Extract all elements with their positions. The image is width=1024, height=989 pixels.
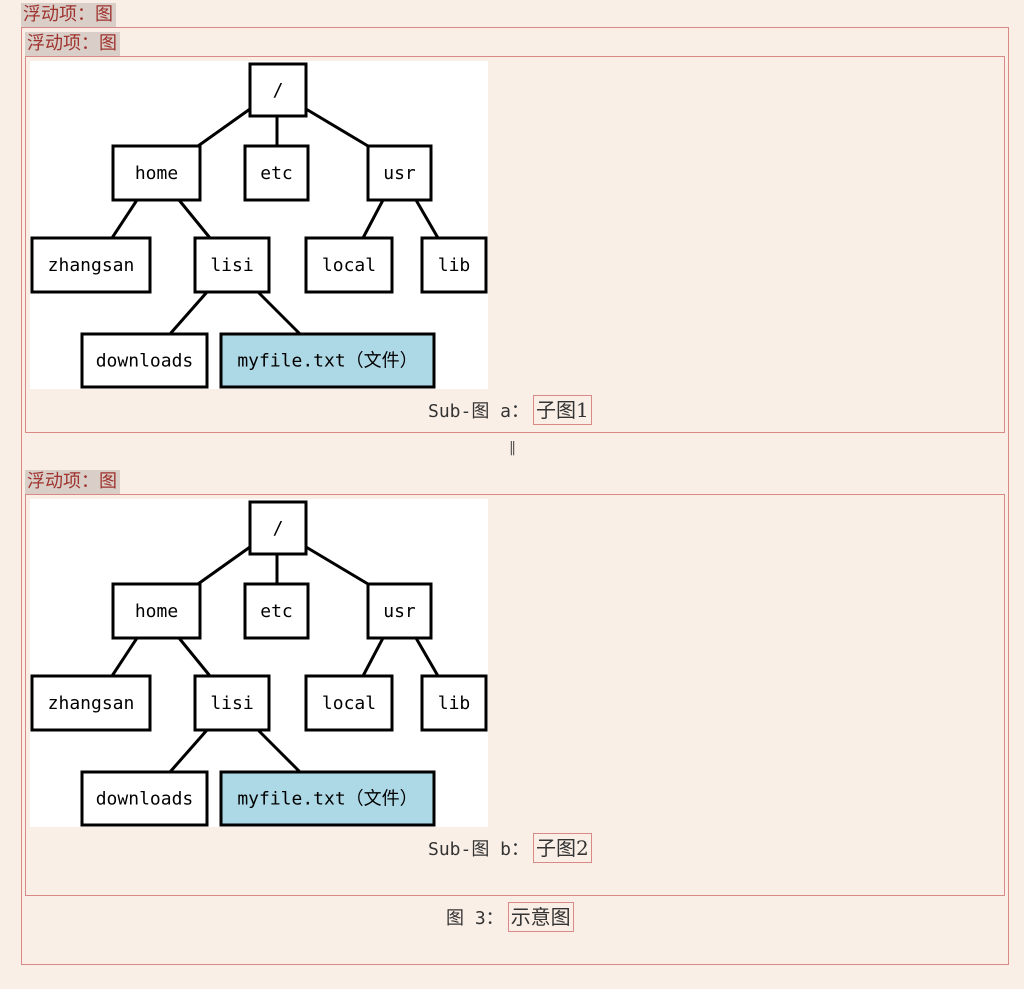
- outer-caption-ref-link[interactable]: 示意图: [507, 902, 574, 932]
- tree-node-lib: lib: [420, 674, 488, 732]
- sub-b-float-tag: 浮动项：图: [25, 470, 120, 494]
- tree-edge-root-usr: [305, 545, 369, 586]
- tree-edge-usr-lib: [414, 637, 440, 677]
- tree-node-label: local: [322, 255, 376, 276]
- tree-node-etc: etc: [243, 144, 310, 202]
- tree-edge-lisi-downloads: [168, 291, 209, 335]
- tree-edge-root-home: [197, 545, 251, 586]
- tree-node-box: [219, 770, 436, 827]
- outer-figure-frame: [21, 27, 1009, 965]
- tree-node-lisi: lisi: [193, 236, 271, 294]
- tree-node-label: zhangsan: [48, 693, 135, 714]
- sub-a-caption: Sub-图 a： 子图1: [428, 394, 592, 426]
- tree-node-home: home: [111, 144, 202, 202]
- tree-node-label: etc: [260, 163, 293, 184]
- tree-node-box: [304, 674, 394, 732]
- tree-edge-lisi-myfile: [256, 728, 302, 774]
- tree-node-usr: usr: [366, 582, 433, 640]
- tree-node-root: /: [248, 500, 308, 556]
- tree-node-home: home: [111, 582, 202, 640]
- sub-a-frame: [25, 56, 1005, 433]
- tree-node-box: [304, 236, 394, 294]
- tree-node-box: [111, 582, 202, 640]
- tree-node-label: downloads: [96, 351, 194, 372]
- tree-node-downloads: downloads: [80, 770, 209, 827]
- sub-b-frame: [25, 494, 1005, 896]
- tree-node-local: local: [304, 236, 394, 294]
- sub-a-float-tag: 浮动项：图: [25, 32, 120, 56]
- subfigure-separator: ‖: [509, 440, 516, 456]
- sub-b-caption: Sub-图 b： 子图2: [428, 832, 592, 864]
- tree-edge-lisi-myfile: [256, 290, 302, 336]
- tree-node-label: zhangsan: [48, 255, 135, 276]
- tree-node-etc: etc: [243, 582, 310, 640]
- tree-node-zhangsan: zhangsan: [30, 236, 152, 294]
- tree-node-box: [193, 674, 271, 732]
- tree-node-label: downloads: [96, 789, 194, 810]
- sub-b-tree-image: / home etc usr zhangsan lisi local lib downloads…: [30, 499, 488, 827]
- tree-node-root: /: [248, 62, 308, 118]
- tree-node-box: [193, 236, 271, 294]
- tree-edge-home-zhangsan: [110, 199, 139, 239]
- tree-node-label: usr: [383, 163, 416, 184]
- outer-caption-prefix: 图 3：: [446, 908, 504, 929]
- tree-node-box: [420, 236, 488, 294]
- tree-node-box: [80, 332, 209, 389]
- sub-b-caption-prefix: Sub-图 b：: [428, 839, 530, 860]
- tree-node-box: [111, 144, 202, 202]
- tree-node-box: [366, 144, 433, 202]
- tree-node-box: [248, 62, 308, 118]
- tree-node-box: [366, 582, 433, 640]
- sub-a-tree-image: / home etc usr zhangsan lisi local lib downloads…: [30, 61, 488, 389]
- tree-node-label: /: [273, 80, 284, 101]
- tree-node-downloads: downloads: [80, 332, 209, 389]
- tree-edge-usr-lib: [414, 199, 440, 239]
- outer-caption: 图 3： 示意图: [446, 901, 574, 933]
- tree-edge-root-usr: [305, 107, 369, 148]
- tree-node-box: [80, 770, 209, 827]
- tree-node-label: /: [273, 518, 284, 539]
- tree-node-box: [243, 582, 310, 640]
- tree-node-label: lib: [438, 693, 471, 714]
- tree-node-box: [420, 674, 488, 732]
- directory-tree-diagram: / home etc usr zhangsan lisi local lib downloads…: [30, 62, 488, 389]
- tree-node-label: lisi: [210, 255, 253, 276]
- tree-node-label: lisi: [210, 693, 253, 714]
- tree-node-label: myfile.txt（文件）: [237, 789, 417, 810]
- tree-node-box: [30, 674, 152, 732]
- tree-edge-usr-local: [361, 637, 385, 677]
- tree-node-label: etc: [260, 601, 293, 622]
- tree-edge-usr-local: [361, 199, 385, 239]
- tree-node-myfile: myfile.txt（文件）: [219, 770, 436, 827]
- tree-edge-root-home: [197, 107, 251, 148]
- tree-node-lib: lib: [420, 236, 488, 294]
- outer-float-tag: 浮动项：图: [21, 3, 116, 27]
- tree-node-myfile: myfile.txt（文件）: [219, 332, 436, 389]
- tree-node-label: home: [135, 163, 178, 184]
- tree-node-label: myfile.txt（文件）: [237, 351, 417, 372]
- sub-a-caption-ref-link[interactable]: 子图1: [533, 395, 592, 425]
- tree-node-label: home: [135, 601, 178, 622]
- tree-node-box: [219, 332, 436, 389]
- tree-edge-home-zhangsan: [110, 637, 139, 677]
- tree-node-box: [30, 236, 152, 294]
- tree-edge-home-lisi: [177, 199, 212, 239]
- tree-node-box: [248, 500, 308, 556]
- tree-node-lisi: lisi: [193, 674, 271, 732]
- tree-node-label: usr: [383, 601, 416, 622]
- tree-node-box: [243, 144, 310, 202]
- tree-edge-home-lisi: [177, 637, 212, 677]
- tree-node-zhangsan: zhangsan: [30, 674, 152, 732]
- tree-node-label: lib: [438, 255, 471, 276]
- tree-node-usr: usr: [366, 144, 433, 202]
- tree-edge-lisi-downloads: [168, 729, 209, 773]
- sub-a-caption-prefix: Sub-图 a：: [428, 401, 530, 422]
- directory-tree-diagram: / home etc usr zhangsan lisi local lib downloads…: [30, 500, 488, 827]
- tree-node-local: local: [304, 674, 394, 732]
- sub-b-caption-ref-link[interactable]: 子图2: [533, 833, 592, 863]
- tree-node-label: local: [322, 693, 376, 714]
